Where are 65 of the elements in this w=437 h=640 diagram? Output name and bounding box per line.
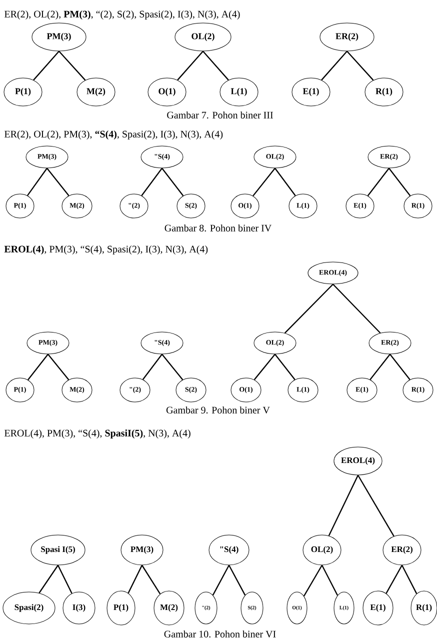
- tree-branch: [33, 50, 60, 80]
- tree-node: P(1): [106, 590, 136, 626]
- tree-node: R(1): [364, 78, 404, 106]
- tree-branch: [284, 284, 334, 334]
- tree-node: I(3): [62, 592, 96, 624]
- tree-node: L(1): [220, 78, 258, 106]
- figure-caption: Gambar 9. Pohon biner V: [166, 406, 270, 414]
- tree-branch: [332, 284, 381, 334]
- tree-branch: [46, 168, 70, 196]
- tree-branch: [38, 564, 58, 594]
- tree-node: Spasi(2): [2, 592, 56, 624]
- tree-node: E(1): [292, 78, 330, 106]
- tree-branch: [274, 168, 296, 196]
- tree-branch: [128, 564, 143, 594]
- sequence-text: ER(2), OL(2), PM(3), “(2), S(2), Spasi(2), I(3), N(3), A(4): [4, 10, 240, 20]
- tree-branch: [162, 168, 184, 196]
- tree-branch: [58, 50, 86, 81]
- tree-node: P(1): [4, 78, 42, 106]
- tree-node: E(1): [362, 590, 394, 626]
- figure-caption: Gambar 7. Pohon biner III: [167, 111, 273, 119]
- tree-branch: [367, 168, 390, 196]
- figure-caption: Gambar 8. Pohon biner IV: [164, 224, 272, 232]
- tree-branch: [162, 354, 184, 380]
- tree-node: EROL(4): [334, 446, 382, 476]
- tree-node: Spasi I(5): [30, 534, 86, 566]
- tree-branch: [370, 354, 390, 380]
- tree-branch: [48, 354, 70, 380]
- tree-node: ER(2): [320, 22, 374, 52]
- sequence-text: EROL(4), PM(3), “S(4), Spasi(2), I(3), N(3), A(4): [4, 245, 208, 255]
- tree-node: R(1): [410, 590, 437, 626]
- tree-branch: [386, 564, 403, 594]
- tree-branch: [141, 168, 162, 196]
- tree-node: M(2): [76, 78, 116, 106]
- tree-node: OL(2): [174, 22, 232, 52]
- tree-branch: [357, 474, 394, 536]
- tree-node: ER(2): [382, 534, 422, 566]
- tree-branch: [346, 50, 374, 81]
- tree-branch: [212, 564, 230, 596]
- tree-branch: [388, 168, 411, 196]
- tree-branch: [142, 354, 162, 380]
- tree-branch: [142, 564, 161, 594]
- tree-branch: [228, 564, 246, 596]
- tree-node: O(1): [148, 78, 186, 106]
- tree-branch: [274, 354, 296, 380]
- tree-node: PM(3): [32, 22, 86, 52]
- tree-node: M(2): [154, 590, 184, 626]
- tree-branch: [390, 354, 410, 380]
- tree-branch: [254, 354, 276, 380]
- figure-caption: Gambar 10. Pohon biner VI: [164, 630, 276, 638]
- tree-branch: [26, 168, 48, 196]
- tree-node: OL(2): [302, 534, 342, 566]
- tree-branch: [328, 474, 359, 536]
- sequence-text: ER(2), OL(2), PM(3), “S(4), Spasi(2), I(3), N(3), A(4): [4, 130, 223, 140]
- tree-branch: [252, 168, 276, 196]
- tree-branch: [177, 50, 204, 80]
- tree-branch: [321, 50, 348, 80]
- tree-branch: [57, 564, 72, 594]
- tree-branch: [202, 50, 229, 80]
- tree-node: PM(3): [120, 534, 164, 566]
- sequence-text: EROL(4), PM(3), “S(4), SpasiI(5), N(3), A(4): [4, 429, 190, 439]
- tree-branch: [27, 354, 48, 380]
- tree-branch: [401, 564, 418, 594]
- tree-node: "S(4): [208, 534, 250, 566]
- tree-branch: [321, 564, 338, 596]
- tree-branch: [303, 564, 323, 596]
